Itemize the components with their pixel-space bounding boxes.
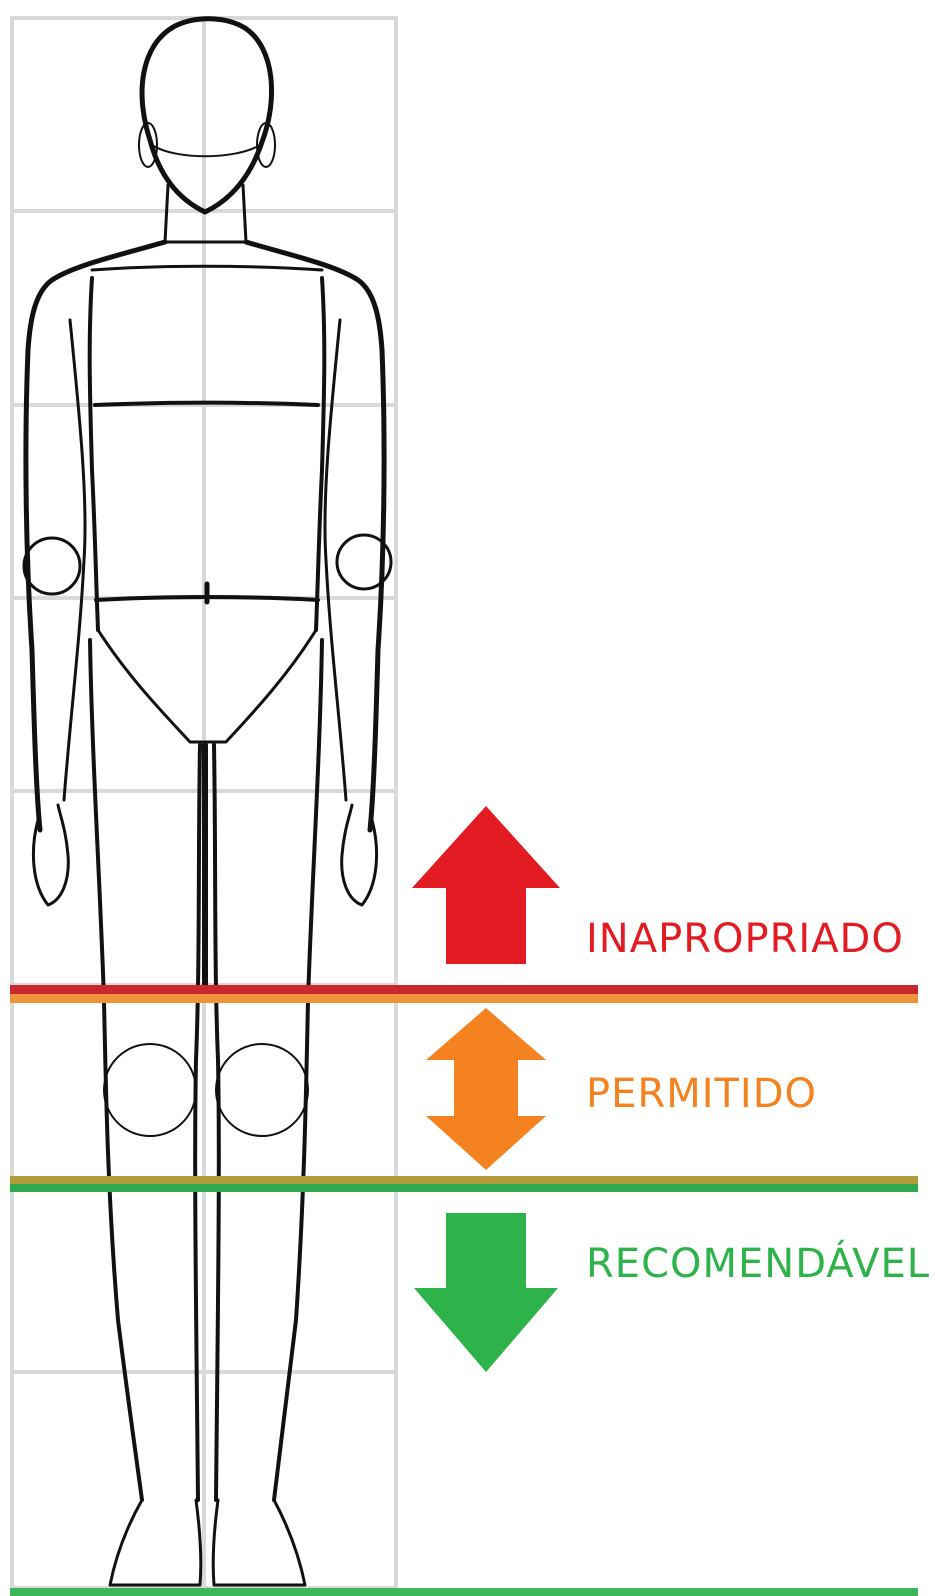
bottom-green-line — [10, 1588, 918, 1596]
right-hand — [342, 805, 377, 905]
right-foot — [213, 1500, 305, 1585]
head-outline — [142, 19, 272, 212]
lower-olive-line — [10, 1176, 918, 1184]
right-arm-inner — [325, 320, 346, 800]
left-foot — [110, 1500, 201, 1585]
torso-left — [90, 278, 98, 630]
left-leg-inner — [195, 745, 200, 1500]
arrow-down-icon — [414, 1213, 558, 1372]
left-hand — [33, 805, 68, 905]
zone-label-recomendavel: RECOMENDÁVEL — [586, 1241, 930, 1287]
right-leg-inner — [214, 745, 219, 1500]
arrow-up-down-icon — [426, 1008, 546, 1170]
lower-green-line — [10, 1184, 918, 1192]
left-arm-inner — [64, 320, 85, 800]
pelvis — [98, 630, 316, 742]
left-elbow — [24, 538, 80, 594]
zone-label-inapropriado: INAPROPRIADO — [586, 916, 904, 962]
body-figure — [24, 19, 391, 1585]
arrow-up-icon — [412, 806, 560, 964]
upper-red-line — [10, 985, 918, 994]
right-arm-outer — [370, 350, 384, 830]
zone-label-permitido: PERMITIDO — [586, 1071, 817, 1117]
right-knee — [216, 1044, 308, 1136]
zone-arrows — [412, 806, 560, 1372]
left-knee — [104, 1044, 196, 1136]
shoulder-line — [92, 266, 322, 270]
torso-right — [316, 278, 324, 630]
upper-orange-line — [10, 994, 918, 1003]
